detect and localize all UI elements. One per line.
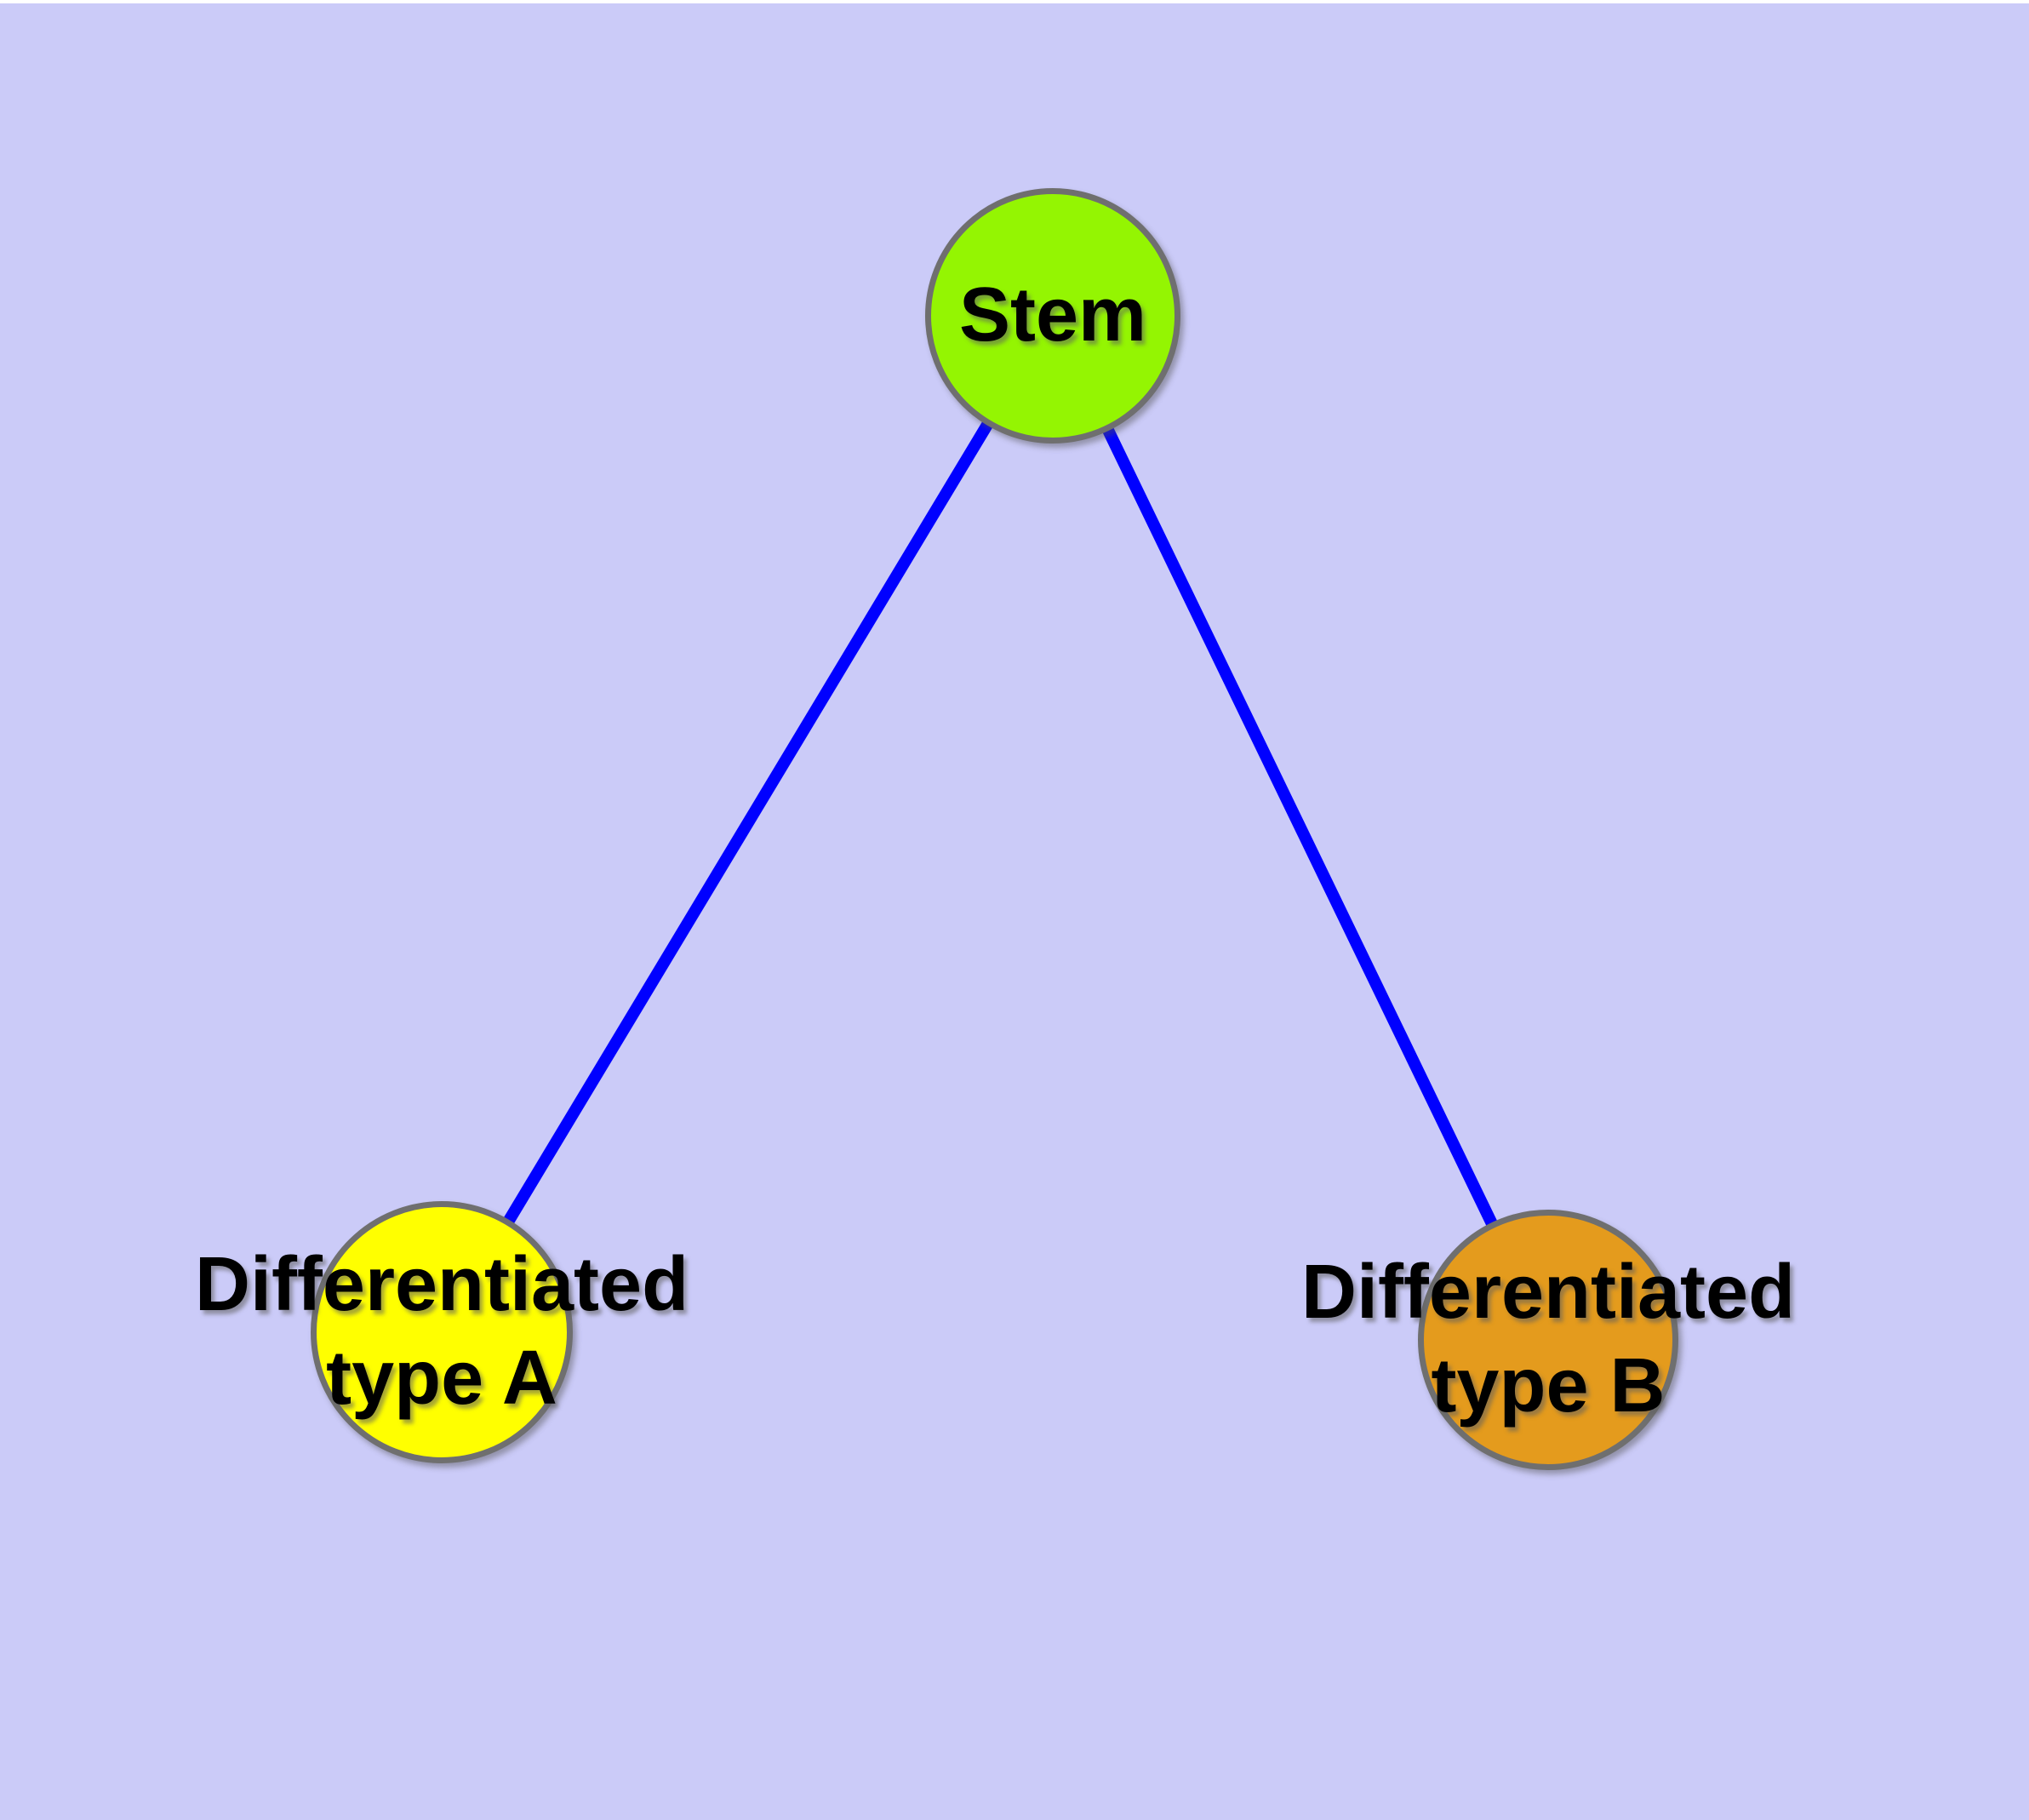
node-label-line: Differentiated <box>194 1242 689 1328</box>
node-label-line: type B <box>1431 1343 1666 1428</box>
node-stem <box>925 188 1180 444</box>
node-diff-b <box>1418 1210 1678 1470</box>
node-label-line: Differentiated <box>1300 1250 1796 1336</box>
edge-stem-diff-b <box>1047 312 1554 1343</box>
edge-stem-diff-a <box>437 312 1058 1336</box>
node-label-line: Stem <box>958 272 1147 358</box>
node-label-stem: Stem <box>959 269 1146 363</box>
node-diff-a <box>311 1201 573 1463</box>
top-margin-strip <box>0 0 2029 3</box>
node-label-line: type A <box>326 1336 557 1421</box>
